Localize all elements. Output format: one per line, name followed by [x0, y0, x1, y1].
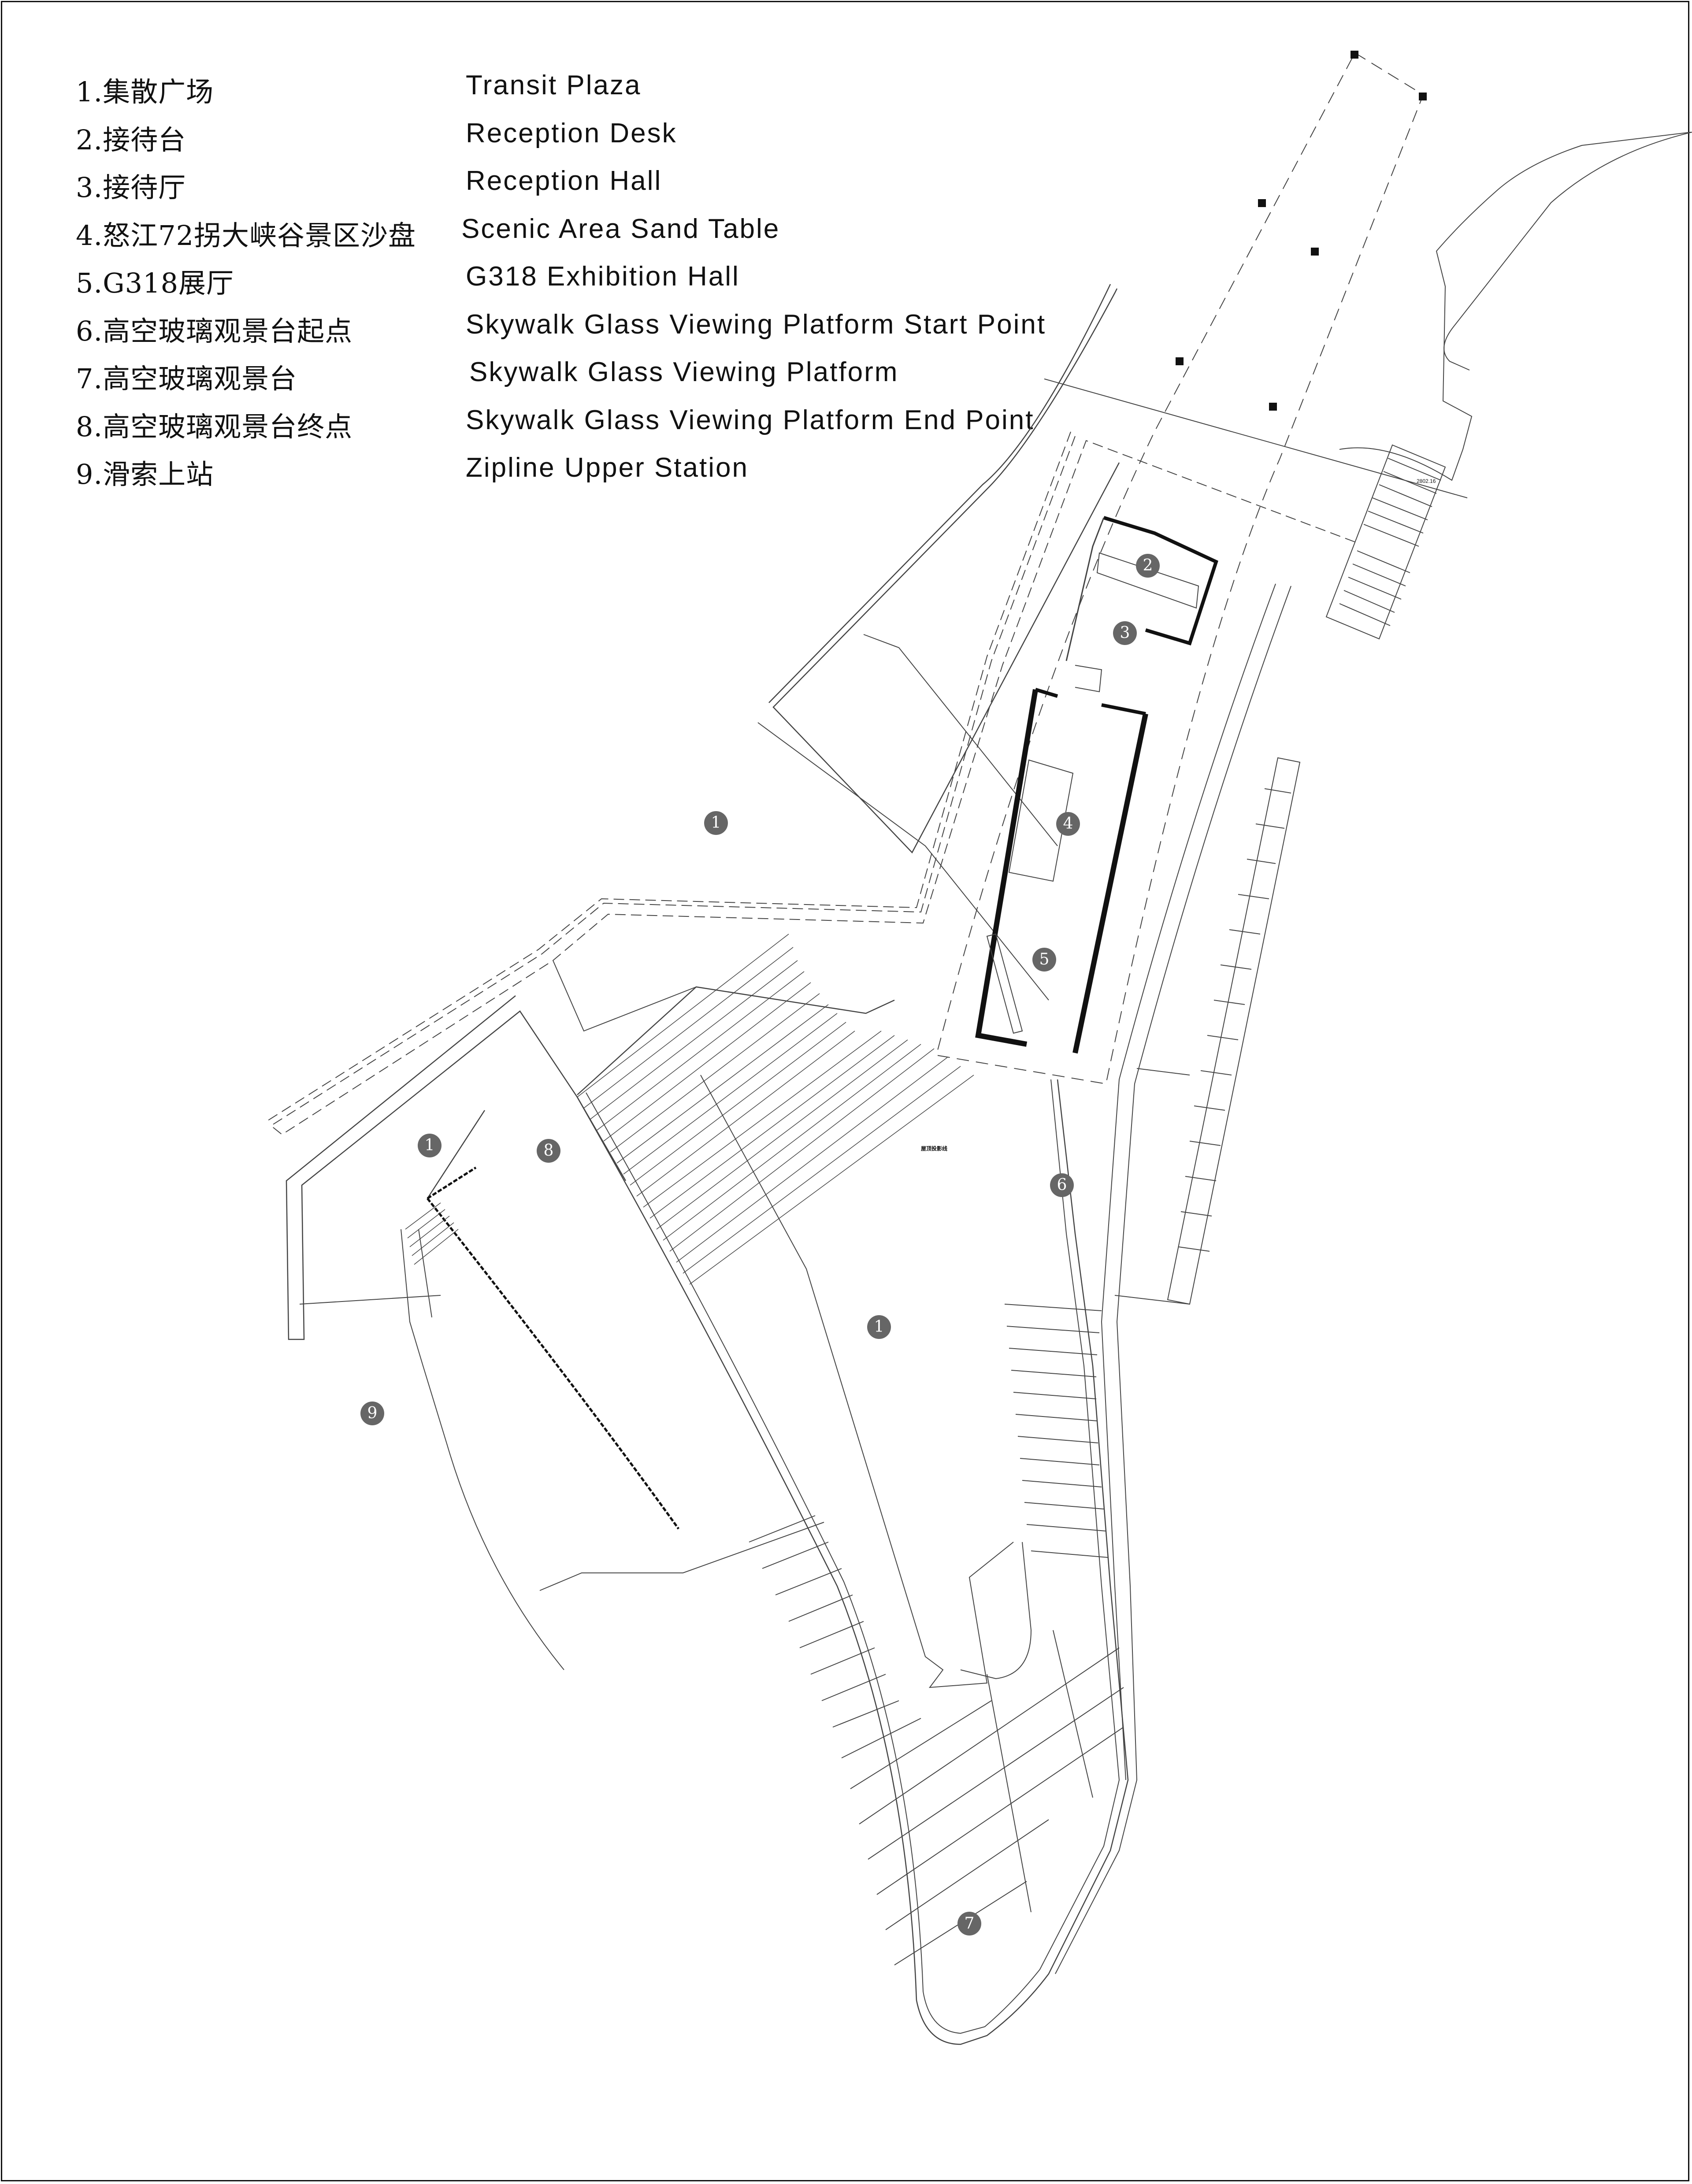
sand-table — [1008, 759, 1074, 882]
legend-en-label: Skywalk Glass Viewing Platform — [469, 357, 899, 387]
legend-en-label: G318 Exhibition Hall — [466, 261, 740, 292]
area-marker-1: 1 — [867, 1315, 891, 1339]
zipline-line — [427, 1198, 680, 1530]
skywalk-steps — [749, 1304, 1124, 1965]
legend-en-label: Reception Hall — [466, 166, 662, 196]
area-marker-3: 3 — [1113, 621, 1137, 645]
area-marker-6: 6 — [1050, 1173, 1074, 1197]
legend-en-label: Reception Desk — [466, 118, 677, 148]
legend-en-label: Scenic Area Sand Table — [461, 213, 780, 244]
legend-cn-label: 7.高空玻璃观景台 — [76, 363, 297, 395]
area-marker-1: 1 — [704, 811, 728, 835]
building-walls — [975, 516, 1218, 1054]
area-marker-9: 9 — [360, 1402, 384, 1425]
legend-cn-label: 4.怒江72拐大峡谷景区沙盘 — [76, 219, 416, 252]
legend-en-label: Zipline Upper Station — [466, 452, 749, 483]
legend-en-label: Skywalk Glass Viewing Platform End Point — [466, 404, 1035, 435]
legend-cn-label: 8.高空玻璃观景台终点 — [76, 410, 353, 443]
skywalk-edge-right — [1101, 583, 1276, 1780]
area-marker-1: 1 — [418, 1134, 442, 1157]
legend-cn-label: 5.G318展厅 — [76, 267, 234, 299]
legend-cn-label: 2.接待台 — [76, 123, 186, 156]
legend-en-label: Skywalk Glass Viewing Platform Start Poi… — [466, 309, 1046, 340]
legend-cn-label: 3.接待厅 — [76, 171, 186, 204]
area-marker-4: 4 — [1056, 812, 1080, 836]
planter-strip — [1114, 757, 1301, 1305]
area-marker-2: 2 — [1136, 554, 1160, 578]
reception-desk — [1096, 552, 1199, 609]
roof-projection-note: 屋顶投影线 — [921, 1146, 948, 1152]
legend-cn-label: 6.高空玻璃观景台起点 — [76, 315, 353, 347]
legend-cn-label: 1.集散广场 — [76, 76, 214, 108]
stair-hatching — [405, 934, 974, 1285]
area-marker-8: 8 — [537, 1139, 560, 1163]
canopy-outline — [935, 52, 1424, 1085]
legend-en-label: Transit Plaza — [466, 70, 642, 100]
area-marker-5: 5 — [1032, 948, 1056, 971]
canopy-columns — [1176, 51, 1427, 411]
terrain-edge — [1339, 132, 1692, 481]
road-edge — [1443, 132, 1692, 371]
exterior-stair — [1325, 444, 1446, 640]
skywalk-inner-left — [586, 1079, 1120, 2034]
skywalk-outer-left — [576, 1079, 1129, 2045]
display-counter — [986, 933, 1023, 1034]
area-marker-7: 7 — [957, 1912, 981, 1936]
elevation-label: 2802.16 — [1417, 478, 1436, 484]
legend-cn-label: 9.滑索上站 — [76, 458, 214, 490]
